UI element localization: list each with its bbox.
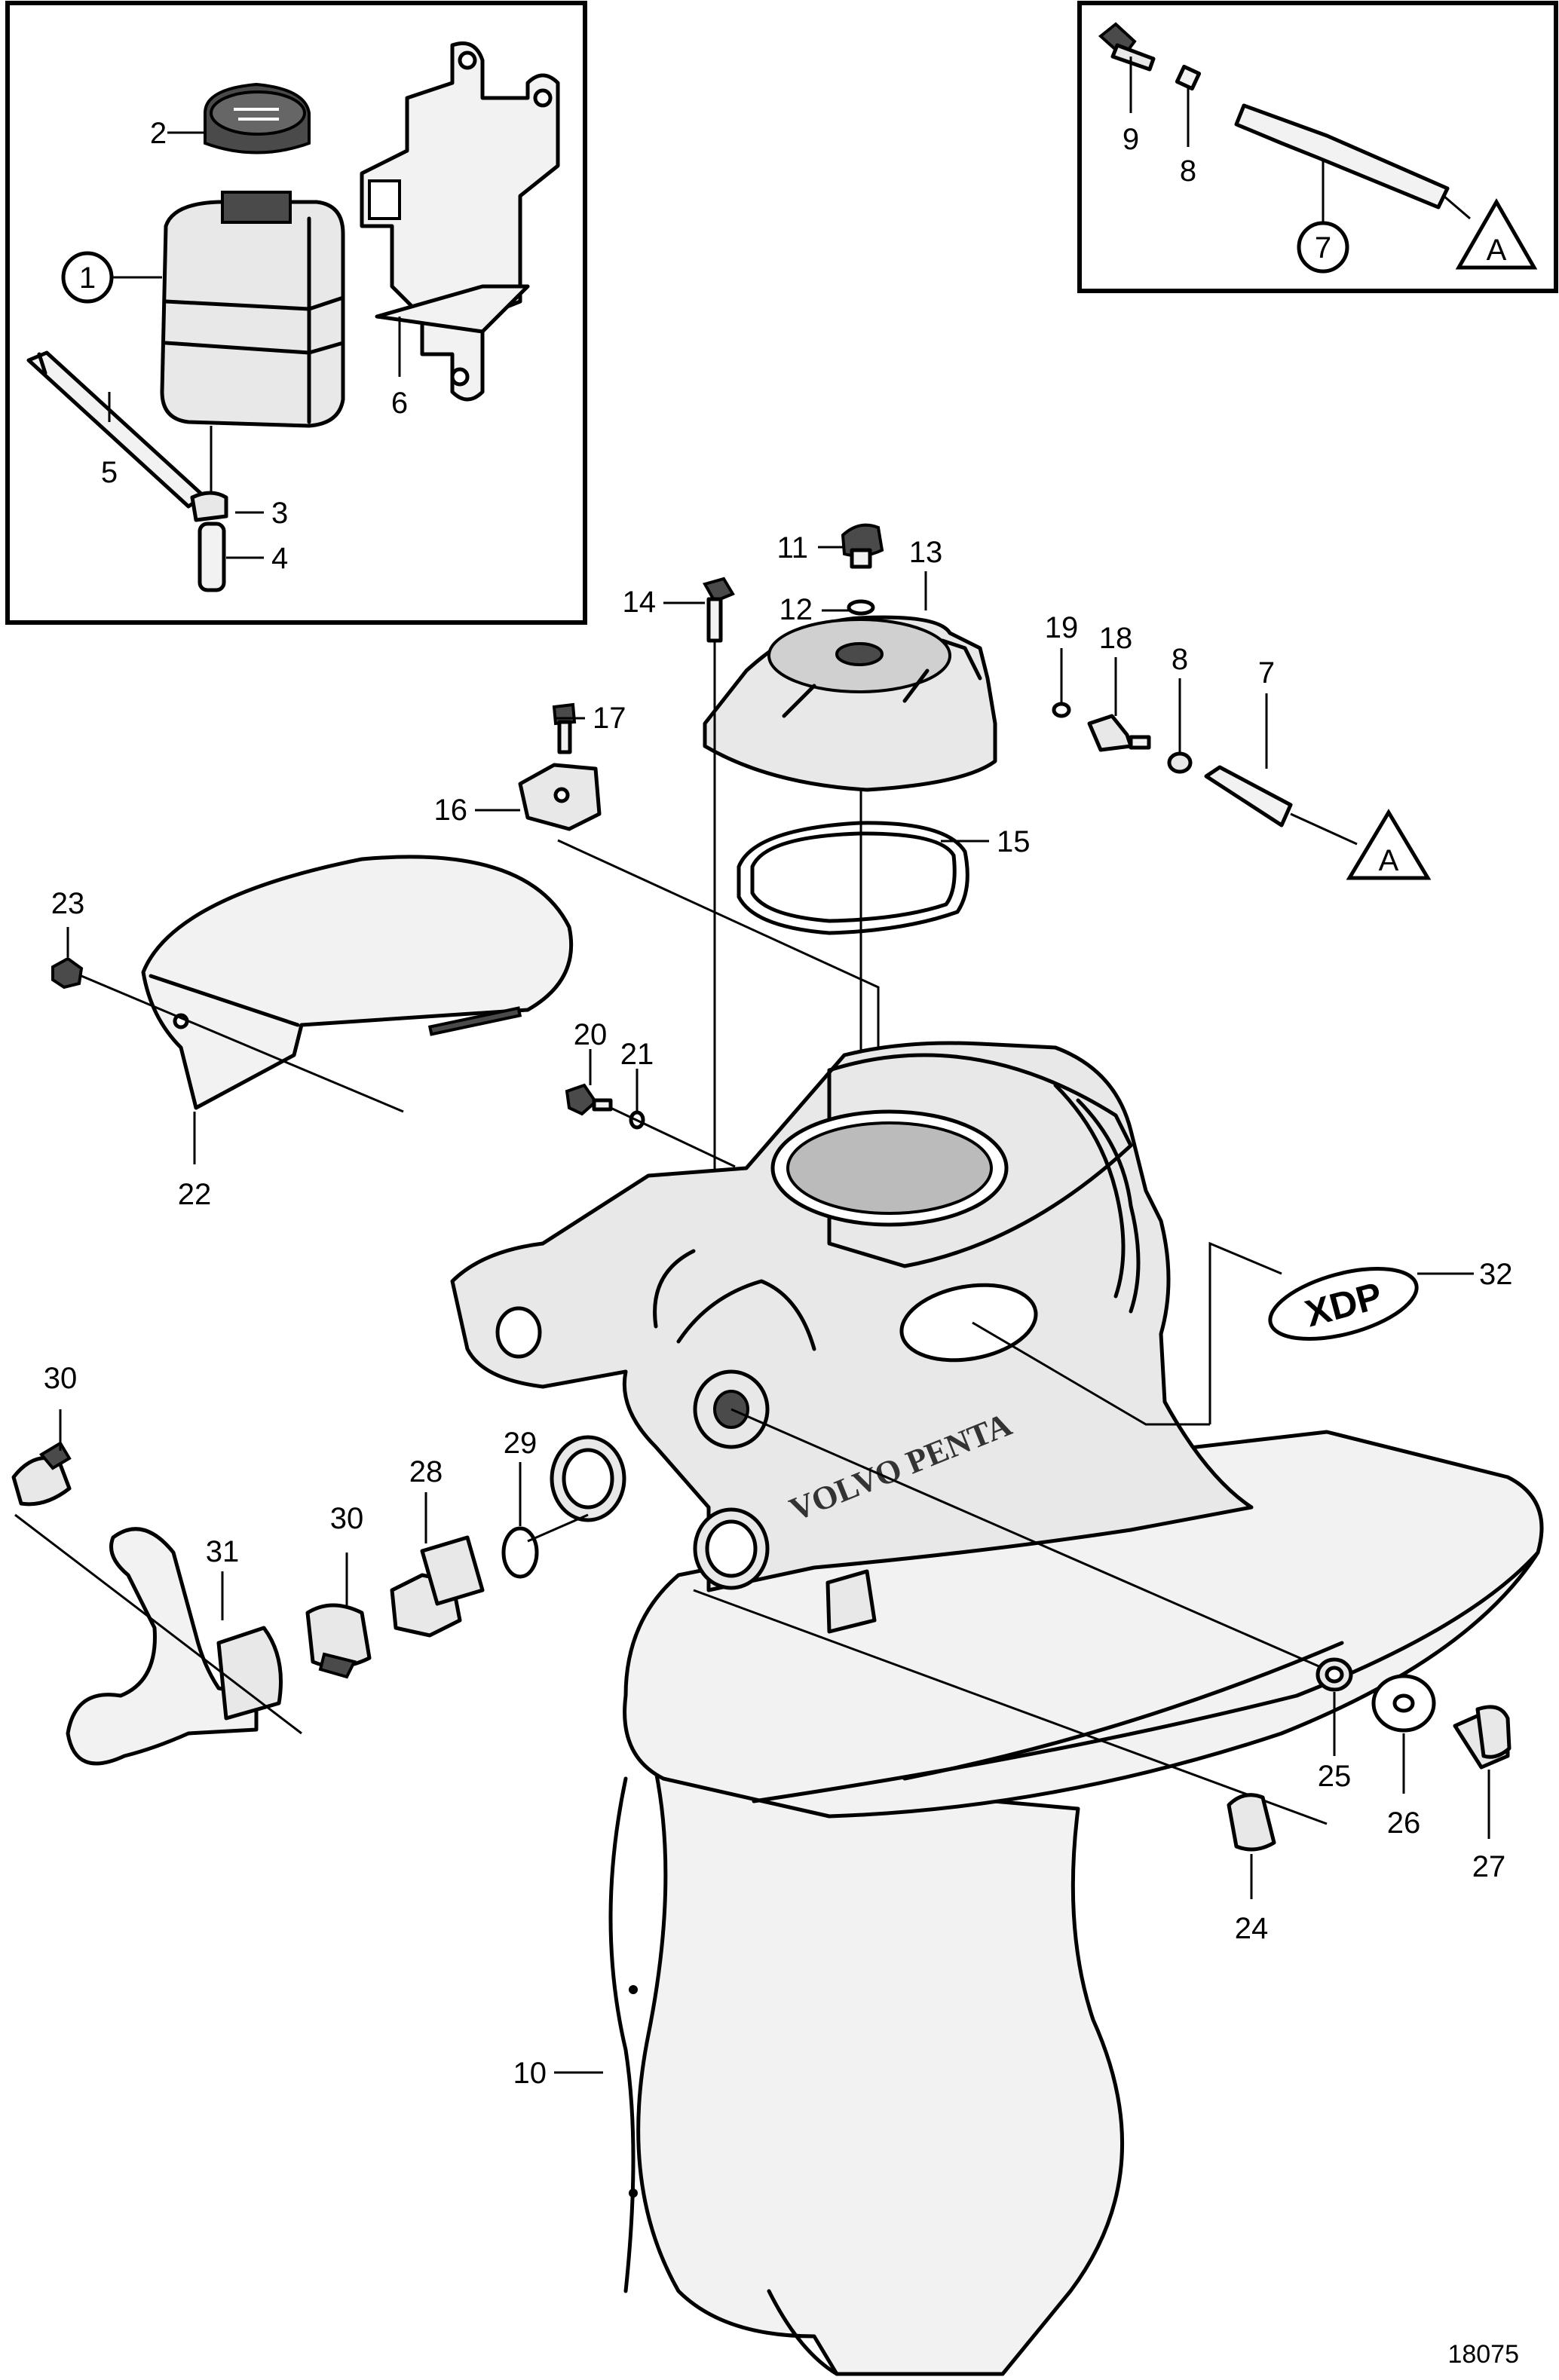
callout-17: 17 xyxy=(593,702,626,735)
callout-13: 13 xyxy=(909,536,943,569)
callout-26: 26 xyxy=(1387,1806,1421,1840)
top-cover-assembly: 11 12 13 14 15 16 17 18 19 8 7 A xyxy=(434,523,1432,1221)
inset-reservoir: 1 2 3 4 5 6 xyxy=(5,1,587,625)
callout-5: 5 xyxy=(101,456,118,489)
callout-30-right: 30 xyxy=(330,1502,364,1535)
callout-7: 7 xyxy=(1258,656,1275,690)
inset-hose-fitting: 9 8 7 A xyxy=(1077,1,1558,293)
callout-3: 3 xyxy=(271,497,288,530)
reservoir-cap xyxy=(204,82,311,154)
callout-8-inset: 8 xyxy=(1180,154,1196,188)
callout-29: 29 xyxy=(504,1427,538,1460)
callout-11: 11 xyxy=(776,531,808,564)
ref-a-main: A xyxy=(1379,844,1399,877)
splash-shield: 23 22 xyxy=(51,855,574,1211)
callout-10: 10 xyxy=(513,2057,547,2090)
callout-8: 8 xyxy=(1172,643,1188,676)
callout-9: 9 xyxy=(1123,123,1139,156)
callout-14: 14 xyxy=(623,586,657,619)
callout-2: 2 xyxy=(150,117,167,150)
reservoir-bottle xyxy=(160,191,345,428)
callout-1: 1 xyxy=(79,262,96,295)
mounting-bracket xyxy=(360,41,560,402)
callout-7-inset: 7 xyxy=(1315,231,1331,265)
callout-6: 6 xyxy=(391,387,408,420)
callout-32: 32 xyxy=(1479,1258,1513,1291)
callout-24: 24 xyxy=(1235,1912,1269,1945)
callout-16: 16 xyxy=(434,794,468,827)
callout-22: 22 xyxy=(178,1178,212,1211)
callout-30-left: 30 xyxy=(44,1362,78,1395)
drive-housing: VOLVO PENTA 10 xyxy=(450,1041,1544,2376)
callout-21: 21 xyxy=(620,1038,654,1071)
callout-28: 28 xyxy=(409,1455,443,1488)
callout-31: 31 xyxy=(206,1535,240,1568)
callout-19: 19 xyxy=(1045,611,1079,644)
xdp-badge: XDP 32 xyxy=(972,1241,1513,1426)
callout-12: 12 xyxy=(780,593,813,626)
callout-23: 23 xyxy=(51,887,85,920)
mount-fasteners: 25 26 27 24 xyxy=(730,1408,1512,1945)
ref-a-inset: A xyxy=(1487,234,1507,267)
callout-27: 27 xyxy=(1472,1850,1506,1883)
callout-20: 20 xyxy=(574,1018,608,1051)
callout-4: 4 xyxy=(271,542,288,575)
callout-25: 25 xyxy=(1318,1760,1352,1793)
drain-plug-group: 20 21 xyxy=(565,1018,736,1168)
callout-15: 15 xyxy=(997,825,1031,858)
figure-number: 18075 xyxy=(1447,2340,1519,2369)
callout-18: 18 xyxy=(1099,622,1133,655)
water-hose-assembly: 30 30 31 28 29 xyxy=(11,1362,1328,1825)
